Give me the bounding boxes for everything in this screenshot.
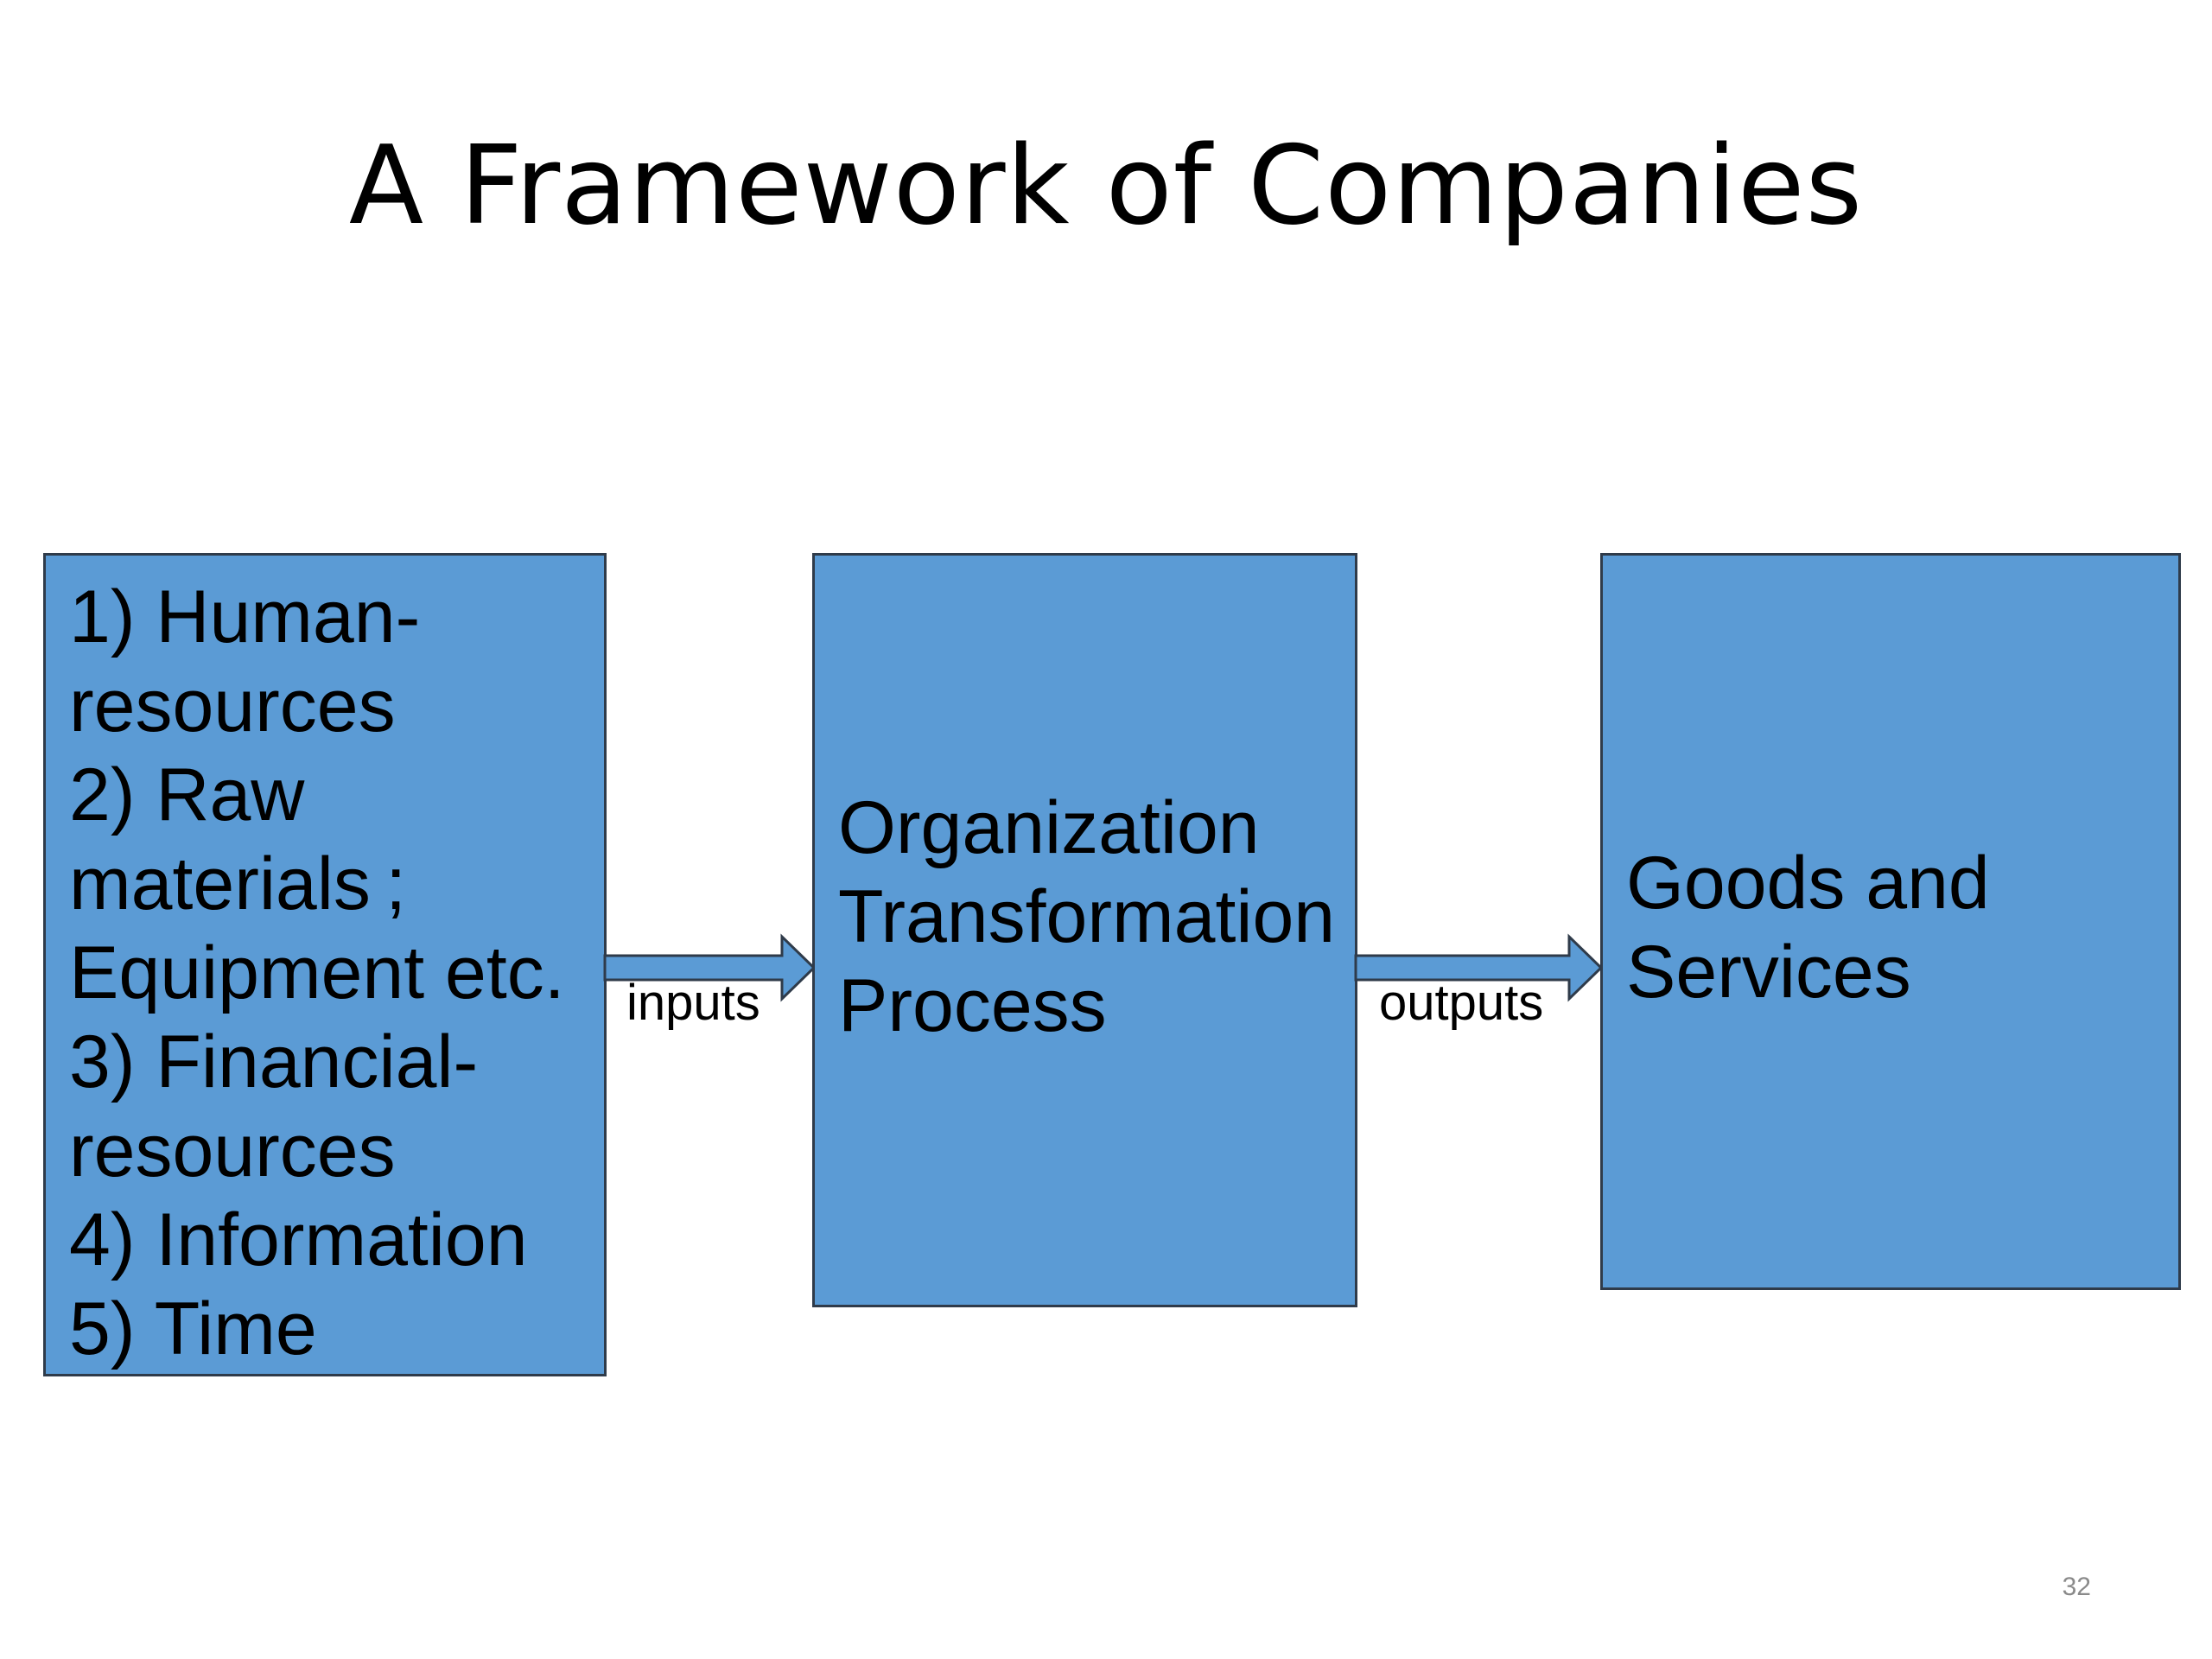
outputs-box: Goods and Services — [1600, 553, 2181, 1290]
input-line-2: resources — [69, 664, 396, 747]
inputs-label: inputs — [626, 975, 760, 1031]
outputs-label: outputs — [1379, 975, 1544, 1031]
inputs-arrow — [603, 933, 817, 1002]
process-box: Organization Transformation Process — [812, 553, 1357, 1307]
input-line-1: 1) Human- — [69, 575, 421, 658]
input-line-7: resources — [69, 1109, 396, 1192]
process-line-1: Organization — [838, 786, 1260, 869]
input-line-9: 5) Time — [69, 1287, 317, 1370]
input-line-8: 4) Information — [69, 1198, 528, 1281]
page-number: 32 — [2062, 1573, 2091, 1601]
input-line-6: 3) Financial- — [69, 1020, 479, 1103]
process-line-2: Transformation — [838, 875, 1336, 958]
outputs-arrow — [1354, 933, 1604, 1002]
input-line-3: 2) Raw — [69, 753, 305, 836]
slide-title: A Framework of Companies — [348, 122, 1864, 249]
process-line-3: Process — [838, 964, 1107, 1047]
output-line-2: Services — [1626, 931, 1911, 1014]
output-line-1: Goods and — [1626, 842, 1990, 925]
input-line-4: materials ; — [69, 842, 406, 925]
inputs-box: 1) Human- resources 2) Raw materials ; E… — [43, 553, 607, 1376]
input-line-5: Equipment etc. — [69, 931, 565, 1014]
